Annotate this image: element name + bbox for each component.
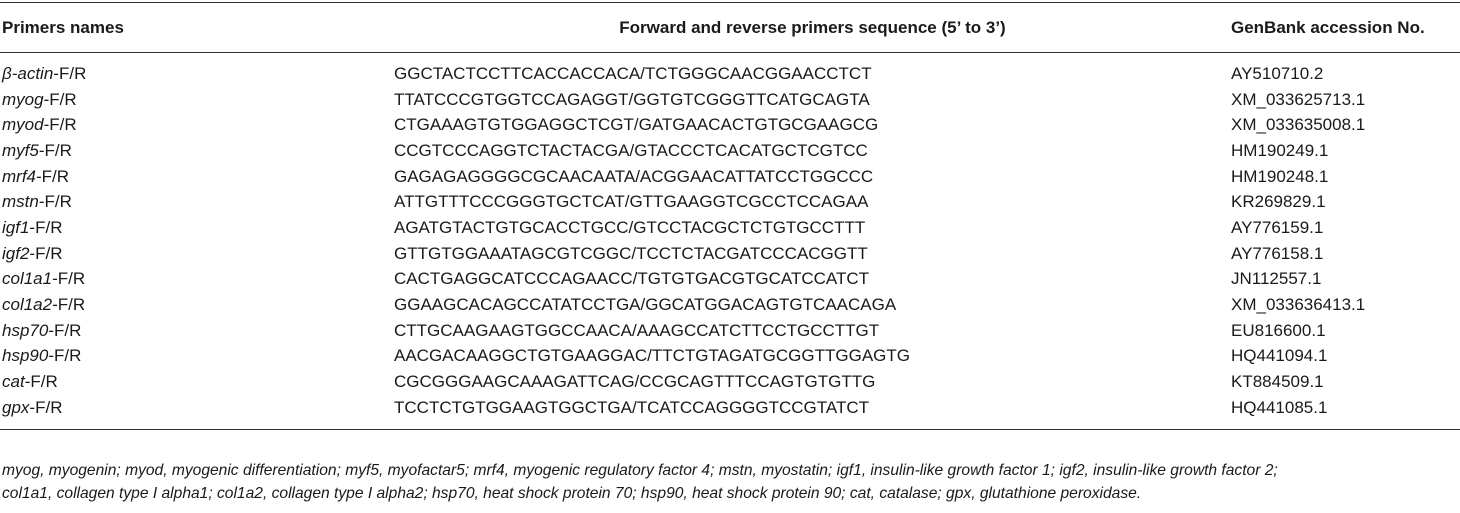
primer-name-cell: igf1-F/R [0, 215, 394, 241]
gene-name: myod [2, 115, 44, 135]
primer-sequence-cell: AGATGTACTGTGCACCTGCC/GTCCTACGCTCTGTGCCTT… [394, 217, 866, 237]
accession-cell: KT884509.1 [1231, 372, 1324, 392]
accession-cell: XM_033636413.1 [1231, 295, 1366, 315]
primer-name-cell: col1a1-F/R [0, 267, 394, 293]
primer-name-cell: cat-F/R [0, 369, 394, 395]
primer-suffix: -F/R [36, 166, 70, 186]
primer-name-cell: myod-F/R [0, 112, 394, 138]
accession-cell: HM190249.1 [1231, 140, 1329, 160]
gene-name: cat [2, 372, 25, 392]
primer-sequence-cell: CCGTCCCAGGTCTACTACGA/GTACCCTCACATGCTCGTC… [394, 140, 868, 160]
gene-name: β-actin [2, 63, 54, 83]
primer-name-cell: mrf4-F/R [0, 164, 394, 190]
accession-cell: KR269829.1 [1231, 192, 1326, 212]
header-primer-sequence: Forward and reverse primers sequence (5’… [619, 17, 1006, 37]
gene-name: mrf4 [2, 166, 36, 186]
primer-suffix: -F/R [52, 269, 86, 289]
primer-name-cell: igf2-F/R [0, 241, 394, 267]
primer-suffix: -F/R [48, 320, 82, 340]
accession-cell: EU816600.1 [1231, 320, 1326, 340]
primer-suffix: -F/R [43, 115, 77, 135]
accession-cell: AY510710.2 [1231, 63, 1324, 83]
primer-name-cell: col1a2-F/R [0, 292, 394, 318]
accession-cell: XM_033625713.1 [1231, 89, 1366, 109]
gene-name: igf1 [2, 217, 30, 237]
primer-sequence-cell: ATTGTTTCCCGGGTGCTCAT/GTTGAAGGTCGCCTCCAGA… [394, 192, 869, 212]
primer-name-cell: myog-F/R [0, 87, 394, 113]
gene-name: col1a2 [2, 295, 53, 315]
gene-name: myog [2, 89, 44, 109]
gene-name: gpx [2, 397, 30, 417]
primer-name-cell: gpx-F/R [0, 395, 394, 429]
gene-name: hsp70 [2, 320, 49, 340]
gene-name: igf2 [2, 243, 30, 263]
primer-sequence-cell: GGCTACTCCTTCACCACCACA/TCTGGGCAACGGAACCTC… [394, 63, 872, 83]
gene-name: myf5 [2, 140, 39, 160]
primer-sequence-cell: CGCGGGAAGCAAAGATTCAG/CCGCAGTTTCCAGTGTGTT… [394, 372, 876, 392]
primer-sequence-cell: AACGACAAGGCTGTGAAGGAC/TTCTGTAGATGCGGTTGG… [394, 346, 911, 366]
accession-cell: JN112557.1 [1231, 269, 1322, 289]
header-row: Primers names Forward and reverse primer… [0, 2, 1460, 53]
primer-sequence-cell: CTGAAAGTGTGGAGGCTCGT/GATGAACACTGTGCGAAGC… [394, 115, 879, 135]
primer-name-cell: β-actin-F/R [0, 53, 394, 87]
primer-sequence-cell: CTTGCAAGAAGTGGCCAACA/AAAGCCATCTTCCTGCCTT… [394, 320, 880, 340]
primer-sequence-cell: GGAAGCACAGCCATATCCTGA/GGCATGGACAGTGTCAAC… [394, 295, 897, 315]
gene-name: col1a1 [2, 269, 53, 289]
gene-name: hsp90 [2, 346, 49, 366]
primer-sequence-cell: GAGAGAGGGGCGCAACAATA/ACGGAACATTATCCTGGCC… [394, 166, 874, 186]
primer-suffix: -F/R [24, 372, 58, 392]
footnote-line-1: myog, myogenin; myod, myogenic different… [2, 462, 1278, 479]
header-genbank-accession: GenBank accession No. [1231, 17, 1425, 37]
gene-name: mstn [2, 192, 39, 212]
primer-suffix: -F/R [29, 217, 63, 237]
accession-cell: HQ441094.1 [1231, 346, 1328, 366]
primer-sequence-cell: TTATCCCGTGGTCCAGAGGT/GGTGTCGGGTTCATGCAGT… [394, 89, 870, 109]
primer-sequence-cell: TCCTCTGTGGAAGTGGCTGA/TCATCCAGGGGTCCGTATC… [394, 397, 870, 417]
primer-suffix: -F/R [48, 346, 82, 366]
accession-cell: AY776158.1 [1231, 243, 1324, 263]
primer-table: Primers names Forward and reverse primer… [0, 2, 1460, 430]
primer-name-cell: hsp90-F/R [0, 344, 394, 370]
primer-name-cell: mstn-F/R [0, 189, 394, 215]
primer-suffix: -F/R [52, 295, 86, 315]
accession-cell: HM190248.1 [1231, 166, 1329, 186]
primer-suffix: -F/R [29, 243, 63, 263]
accession-cell: XM_033635008.1 [1231, 115, 1366, 135]
primer-suffix: -F/R [53, 63, 87, 83]
primer-name-cell: hsp70-F/R [0, 318, 394, 344]
footnote-line-2: col1a1, collagen type I alpha1; col1a2, … [2, 485, 1142, 502]
table-header: Primers names Forward and reverse primer… [0, 2, 1460, 53]
header-primers-names: Primers names [2, 17, 124, 37]
primer-sequence-cell: CACTGAGGCATCCCAGAACC/TGTGTGACGTGCATCCATC… [394, 269, 870, 289]
primer-suffix: -F/R [38, 192, 72, 212]
accession-cell: HQ441085.1 [1231, 397, 1328, 417]
accession-cell: AY776159.1 [1231, 217, 1324, 237]
primer-name-cell: myf5-F/R [0, 138, 394, 164]
table-footnote: myog, myogenin; myod, myogenic different… [2, 459, 1458, 505]
primer-sequence-cell: GTTGTGGAAATAGCGTCGGC/TCCTCTACGATCCCACGGT… [394, 243, 868, 263]
primer-suffix: -F/R [43, 89, 77, 109]
primer-suffix: -F/R [38, 140, 72, 160]
primer-suffix: -F/R [29, 397, 63, 417]
